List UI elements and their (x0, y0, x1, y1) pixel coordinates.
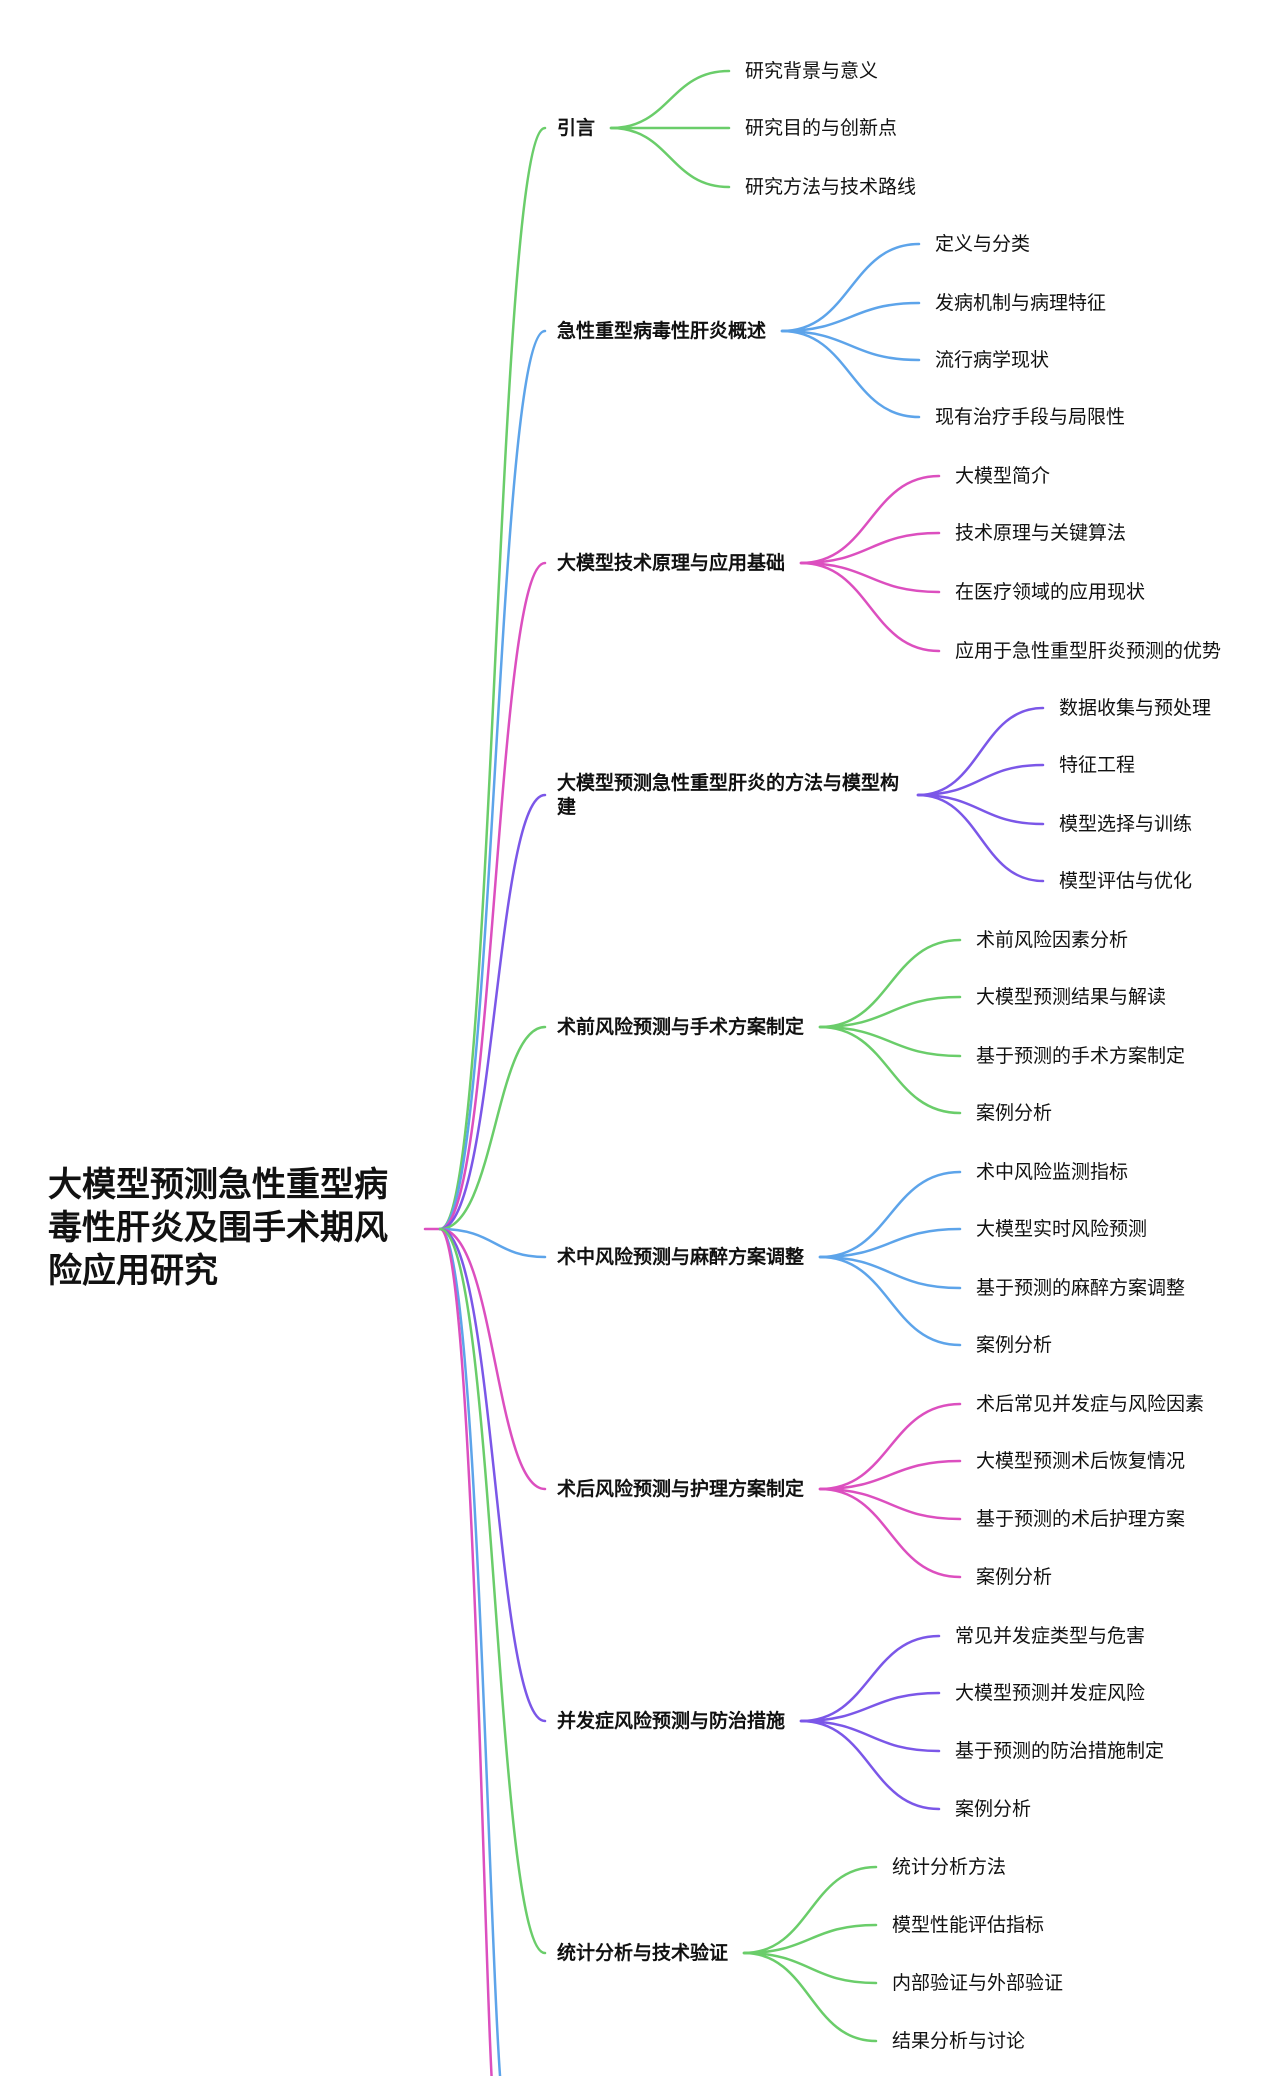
leaf-topic[interactable]: 发病机制与病理特征 (935, 292, 1107, 314)
leaf-topic[interactable]: 技术原理与关键算法 (955, 522, 1127, 544)
leaf-topic[interactable]: 应用于急性重型肝炎预测的优势 (955, 640, 1222, 662)
leaf-connector (818, 1170, 962, 1259)
leaf-connector (916, 763, 1045, 797)
branch-topic[interactable]: 大模型预测急性重型肝炎的方法与模型构建 (557, 772, 900, 818)
leaf-topic[interactable]: 研究方法与技术路线 (745, 176, 917, 198)
leaf-connector (799, 531, 941, 565)
branch-topic[interactable]: 大模型技术原理与应用基础 (557, 552, 786, 574)
leaf-connector (818, 1487, 962, 1521)
leaf-topic[interactable]: 现有治疗手段与局限性 (935, 406, 1126, 428)
leaf-connector (818, 1227, 962, 1259)
leaf-topic[interactable]: 在医疗领域的应用现状 (955, 581, 1146, 603)
branch-topic[interactable]: 并发症风险预测与防治措施 (557, 1710, 786, 1732)
branch-connector (438, 1025, 547, 1231)
leaf-connector (818, 1255, 962, 1347)
leaf-topic[interactable]: 定义与分类 (935, 233, 1031, 255)
branch-topic[interactable]: 引言 (557, 117, 596, 139)
leaf-topic[interactable]: 大模型预测术后恢复情况 (976, 1450, 1186, 1472)
leaf-topic[interactable]: 特征工程 (1059, 754, 1136, 776)
branch-connector (438, 1227, 547, 1955)
branch-connector (438, 561, 547, 1231)
branch-topic[interactable]: 术前风险预测与手术方案制定 (557, 1016, 805, 1038)
leaf-topic[interactable]: 案例分析 (955, 1798, 1032, 1820)
leaf-connector (818, 1025, 962, 1058)
root-topic[interactable]: 大模型预测急性重型病毒性肝炎及围手术期风险应用研究 (48, 1165, 388, 1291)
leaf-connector (799, 474, 941, 565)
leaf-connector (818, 1255, 962, 1290)
leaf-connector (818, 1402, 962, 1491)
leaf-connector (742, 1865, 878, 1955)
branch-topic[interactable]: 术中风险预测与麻醉方案调整 (557, 1246, 805, 1268)
leaf-topic[interactable]: 内部验证与外部验证 (892, 1972, 1064, 1994)
leaf-connector (780, 329, 921, 362)
leaf-topic[interactable]: 模型选择与训练 (1059, 813, 1193, 835)
leaf-topic[interactable]: 术中风险监测指标 (976, 1161, 1129, 1183)
leaf-topic[interactable]: 基于预测的术后护理方案 (976, 1508, 1186, 1530)
leaf-connector (742, 1923, 878, 1955)
branch-topic[interactable]: 术后风险预测与护理方案制定 (557, 1478, 805, 1500)
leaf-connector (799, 561, 941, 594)
branch-connector (438, 1227, 502, 2076)
leaf-topic[interactable]: 流行病学现状 (935, 349, 1050, 371)
leaf-connector (818, 995, 962, 1029)
leaf-topic[interactable]: 数据收集与预处理 (1059, 697, 1212, 719)
leaf-connector (818, 1025, 962, 1115)
branch-connector (438, 1227, 547, 1723)
leaf-topic[interactable]: 模型性能评估指标 (892, 1914, 1045, 1936)
leaf-topic[interactable]: 大模型预测结果与解读 (976, 986, 1167, 1008)
leaf-topic[interactable]: 结果分析与讨论 (892, 2030, 1026, 2052)
leaf-connector (818, 1487, 962, 1579)
leaf-topic[interactable]: 术后常见并发症与风险因素 (976, 1393, 1205, 1415)
leaf-connector (799, 1719, 941, 1753)
branch-topic[interactable]: 急性重型病毒性肝炎概述 (557, 320, 767, 342)
leaf-connector (780, 301, 921, 333)
leaf-topic[interactable]: 大模型预测并发症风险 (955, 1682, 1146, 1704)
leaf-connector (780, 329, 921, 419)
leaf-connector (916, 793, 1045, 826)
leaf-connector (799, 1691, 941, 1723)
leaf-topic[interactable]: 案例分析 (976, 1102, 1053, 1124)
leaf-connector (818, 938, 962, 1029)
leaf-connector (780, 242, 921, 333)
leaf-topic[interactable]: 术前风险因素分析 (976, 929, 1129, 951)
leaf-topic[interactable]: 研究目的与创新点 (745, 117, 898, 139)
branch-connector (438, 329, 547, 1231)
leaf-topic[interactable]: 基于预测的麻醉方案调整 (976, 1277, 1186, 1299)
leaf-connector (799, 561, 941, 653)
leaf-connector (742, 1951, 878, 2043)
leaf-connector (609, 126, 731, 189)
branch-topic[interactable]: 统计分析与技术验证 (557, 1942, 729, 1964)
leaf-connector (799, 1719, 941, 1811)
leaf-connector (818, 1459, 962, 1491)
leaf-topic[interactable]: 案例分析 (976, 1566, 1053, 1588)
leaf-topic[interactable]: 案例分析 (976, 1334, 1053, 1356)
leaf-topic[interactable]: 常见并发症类型与危害 (955, 1625, 1146, 1647)
leaf-connector (609, 69, 731, 130)
leaf-topic[interactable]: 大模型简介 (955, 465, 1051, 487)
leaf-topic[interactable]: 基于预测的防治措施制定 (955, 1740, 1165, 1762)
branch-connector (438, 1227, 493, 2076)
branch-connector (438, 1227, 547, 1491)
leaf-topic[interactable]: 模型评估与优化 (1059, 870, 1193, 892)
leaf-topic[interactable]: 研究背景与意义 (745, 60, 879, 82)
leaf-connector (916, 706, 1045, 797)
branch-connector (438, 793, 547, 1231)
leaf-topic[interactable]: 统计分析方法 (892, 1856, 1007, 1878)
leaf-topic[interactable]: 基于预测的手术方案制定 (976, 1045, 1186, 1067)
leaf-topic[interactable]: 大模型实时风险预测 (976, 1218, 1148, 1240)
leaf-connector (742, 1951, 878, 1985)
branch-connector (438, 1227, 547, 1259)
leaf-connector (799, 1634, 941, 1723)
branch-connector (438, 126, 547, 1231)
leaf-connector (916, 793, 1045, 883)
